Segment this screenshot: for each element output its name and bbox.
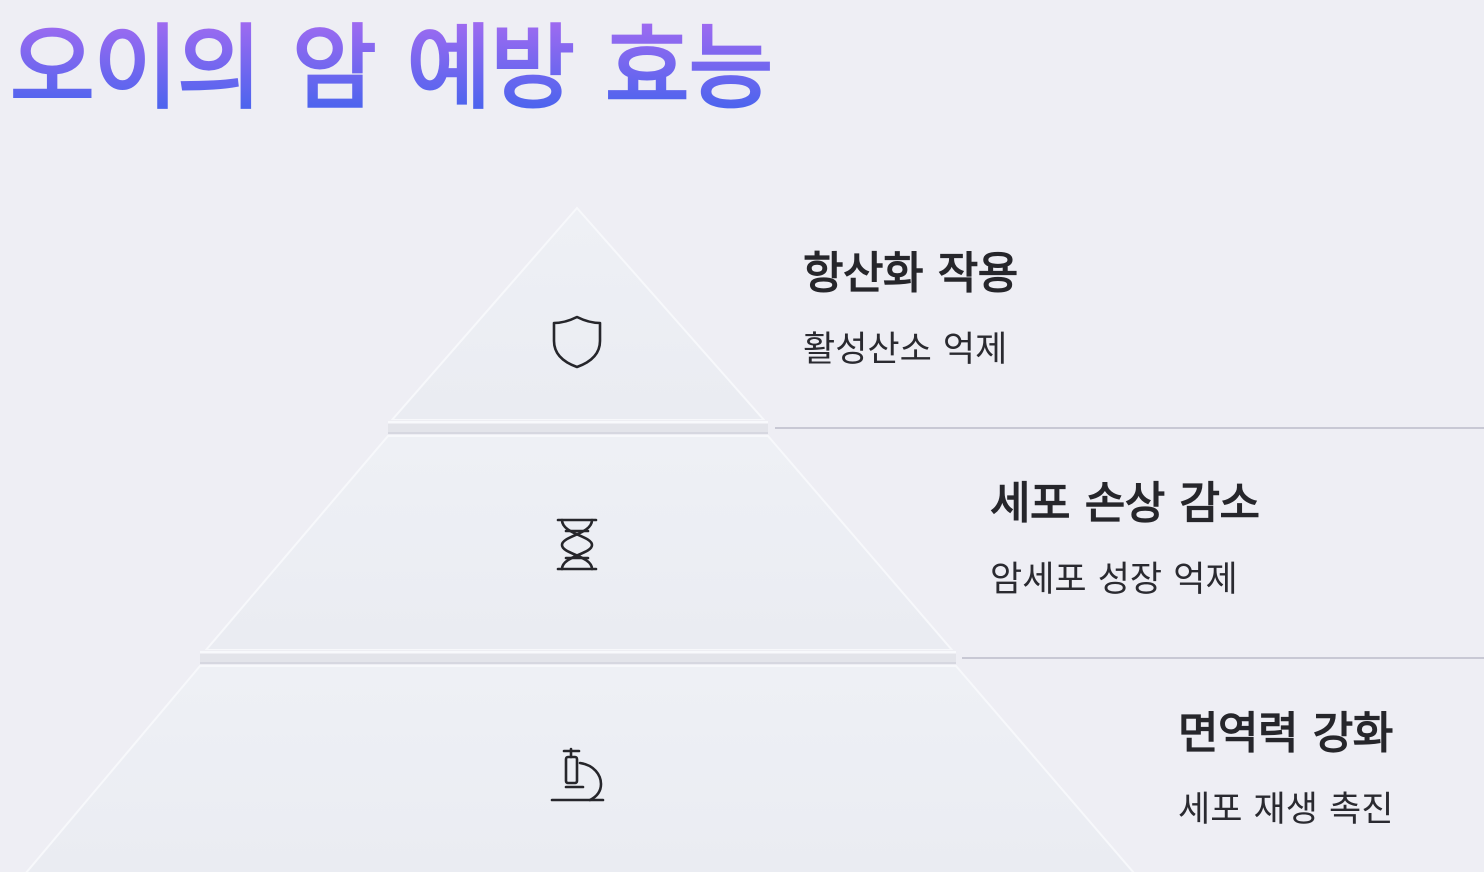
tier-description: 암세포 성장 억제	[990, 560, 1238, 600]
shield-icon	[552, 315, 602, 369]
tier-text-3: 면역력 강화 세포 재생 촉진	[1178, 708, 1393, 832]
tier-text-2: 세포 손상 감소 암세포 성장 억제	[990, 478, 1260, 602]
tier-description: 세포 재생 촉진	[1178, 790, 1394, 830]
page-title: 오이의 암 예방 효능	[10, 15, 773, 122]
tier-text-1: 항산화 작용 활성산소 억제	[803, 248, 1018, 372]
microscope-icon	[550, 747, 605, 802]
tier-title: 항산화 작용	[803, 248, 1018, 299]
tier-title: 면역력 강화	[1178, 708, 1393, 759]
pyramid-tier-1	[388, 206, 768, 434]
tier-description: 활성산소 억제	[803, 330, 1008, 370]
pyramid-tier-2	[200, 435, 956, 664]
pyramid-tier-3	[25, 665, 1135, 872]
tier-title: 세포 손상 감소	[990, 478, 1260, 529]
dna-icon	[556, 518, 598, 571]
